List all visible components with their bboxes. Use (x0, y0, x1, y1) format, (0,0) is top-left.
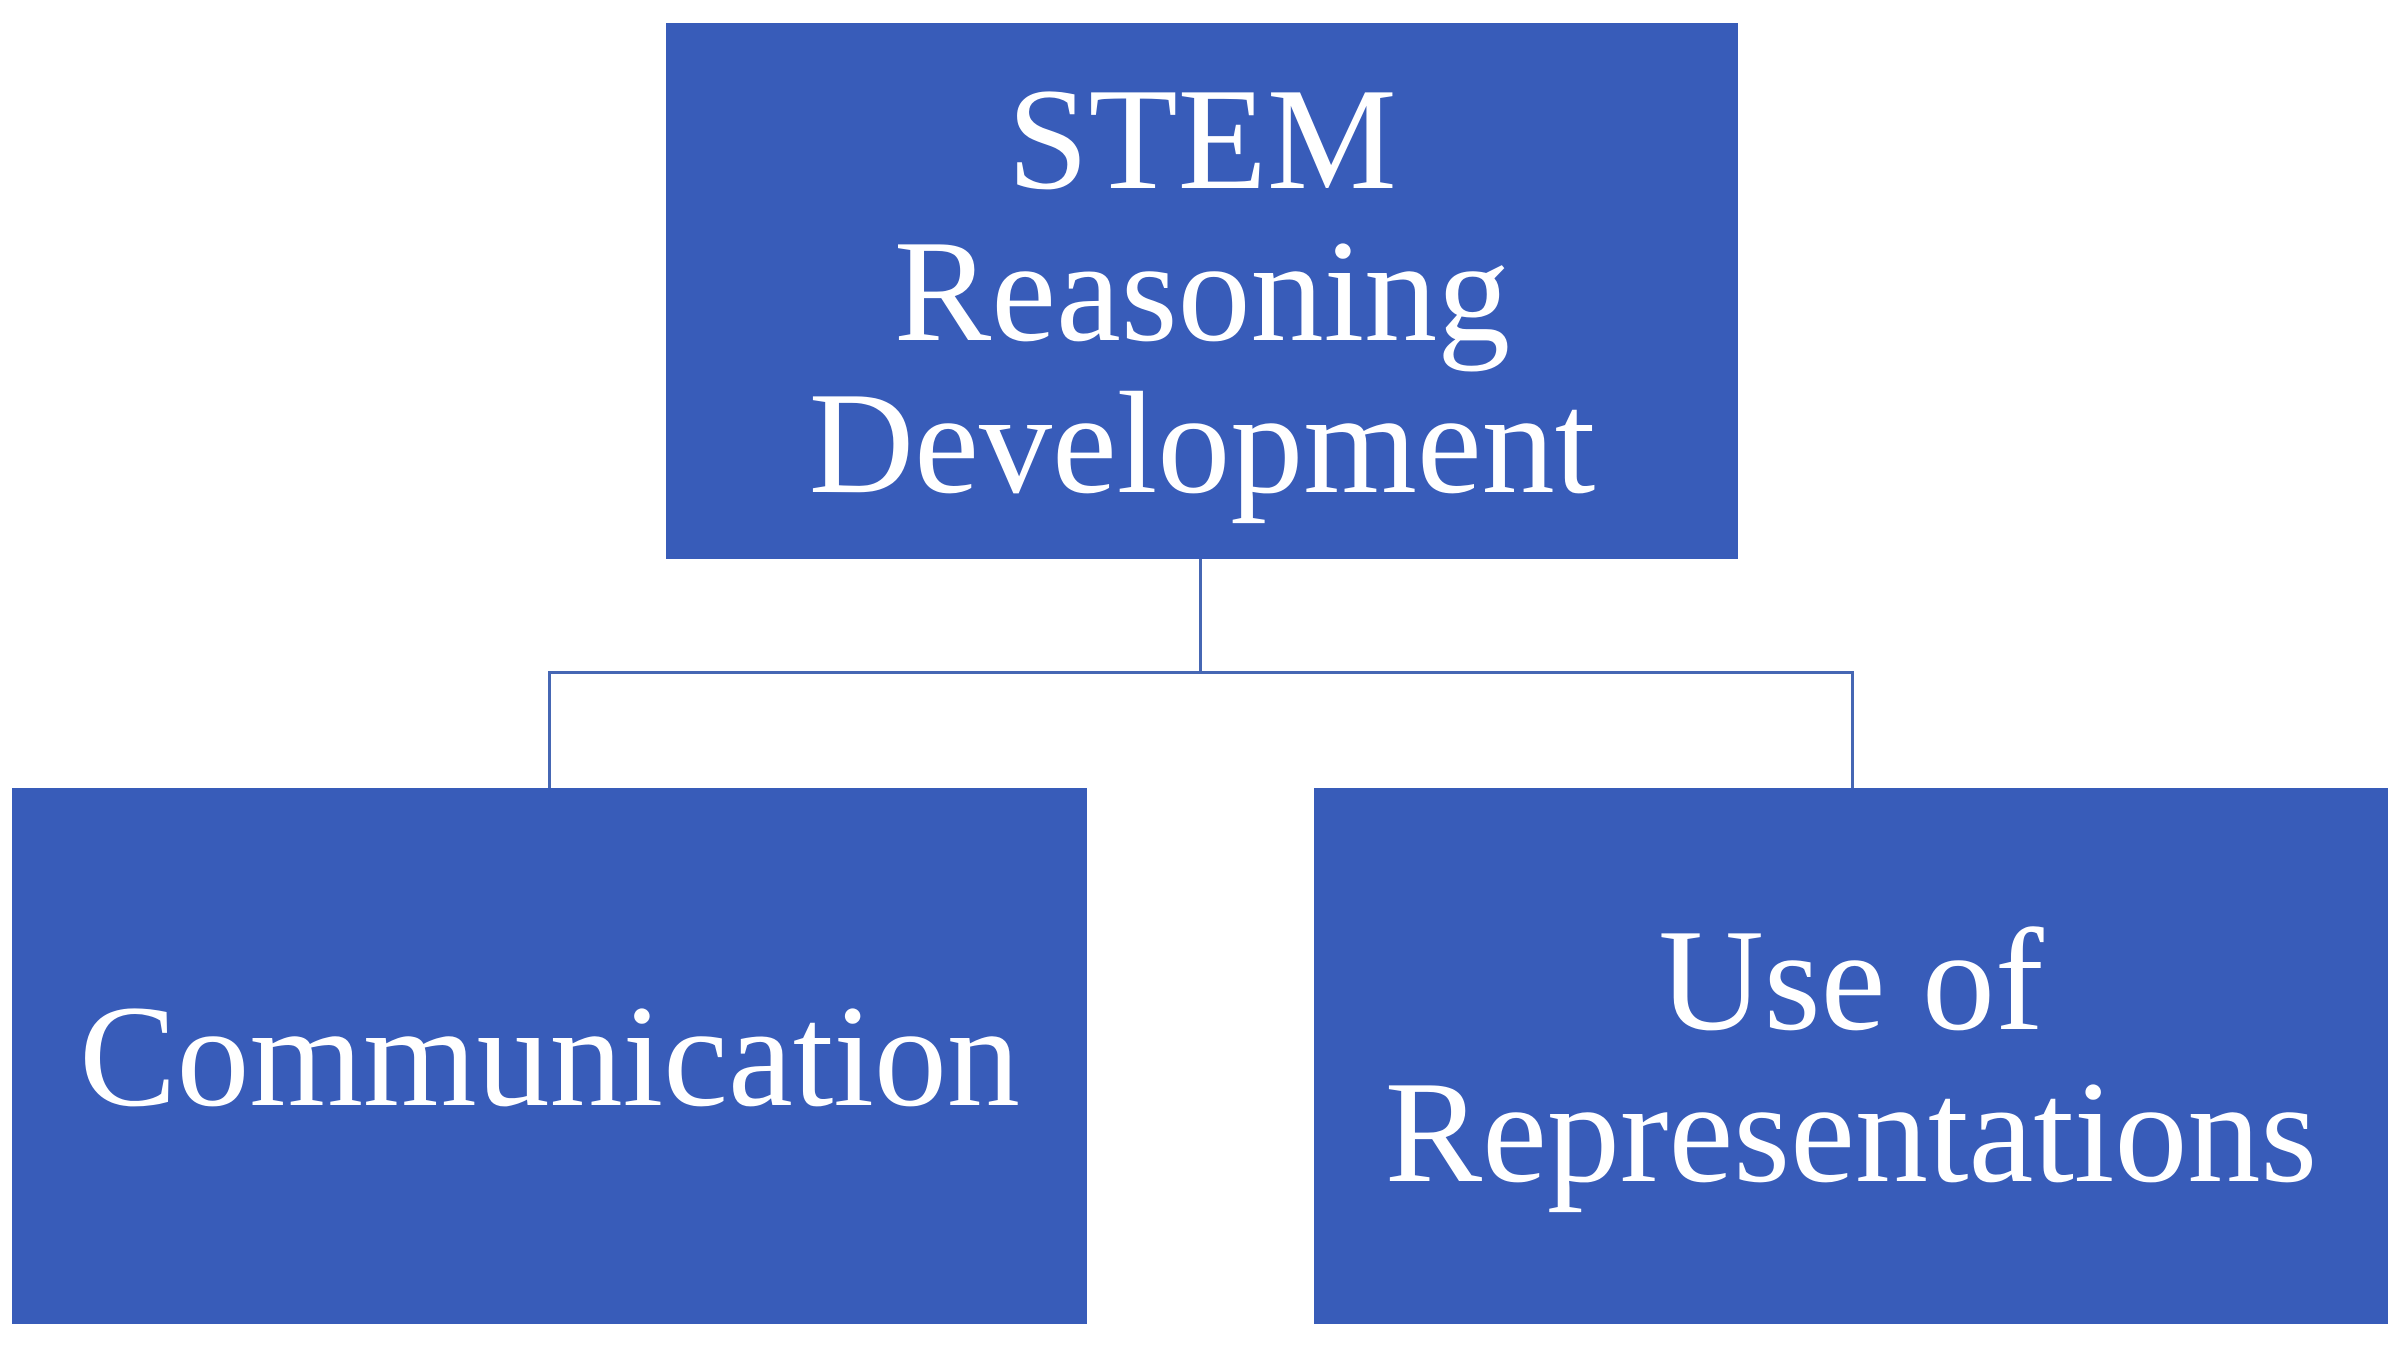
representations-label-line-2: Representations (1384, 1051, 2318, 1213)
root-node-stem-reasoning-development: STEM Reasoning Development (666, 23, 1738, 559)
representations-label-line-1: Use of (1658, 899, 2044, 1061)
root-node-label: STEM Reasoning Development (809, 63, 1596, 519)
root-label-line-1: STEM (1007, 58, 1397, 220)
connector-right-drop (1851, 671, 1854, 788)
child-node-label: Communication (79, 980, 1020, 1132)
root-label-line-2: Reasoning (893, 210, 1511, 372)
communication-label: Communication (79, 975, 1020, 1137)
child-node-label: Use of Representations (1385, 904, 2318, 1208)
root-label-line-3: Development (808, 362, 1596, 524)
connector-root-stem (1199, 559, 1202, 673)
connector-horizontal-bar (548, 671, 1854, 674)
child-node-use-of-representations: Use of Representations (1314, 788, 2388, 1324)
child-node-communication: Communication (12, 788, 1087, 1324)
connector-left-drop (548, 671, 551, 788)
